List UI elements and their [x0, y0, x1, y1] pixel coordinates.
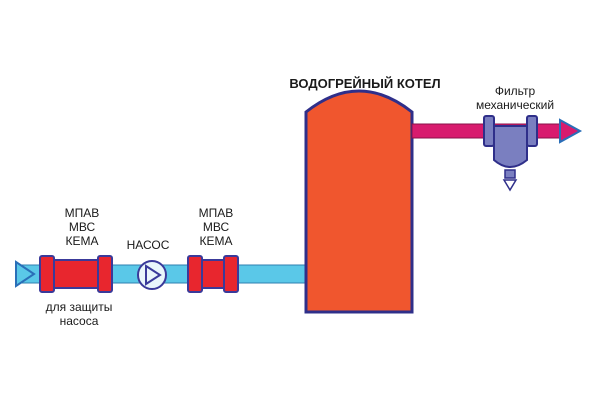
left-device-line1: МПАВ: [64, 206, 100, 220]
right-device-line2: МВС: [202, 220, 230, 234]
outlet-arrow-icon: [559, 118, 583, 144]
filter-label-line1: Фильтр: [494, 84, 536, 98]
right-treatment-device: [187, 255, 239, 293]
inlet-arrow-icon: [15, 260, 36, 288]
right-device-line1: МПАВ: [198, 206, 234, 220]
left-treatment-device: [39, 255, 113, 293]
filter-label: Фильтр механический: [470, 84, 560, 112]
pump-label: НАСОС: [126, 238, 170, 252]
filter-label-line2: механический: [475, 98, 555, 112]
boiler-title: ВОДОГРЕЙНЫЙ КОТЕЛ: [289, 76, 441, 91]
left-device-line2: МВС: [68, 220, 96, 234]
protection-note-line2: насоса: [59, 314, 99, 328]
boiler-body: [304, 89, 414, 314]
pump-icon: [137, 260, 167, 290]
mechanical-filter-icon: [483, 115, 538, 192]
left-device-line3: КЕМА: [65, 234, 99, 248]
right-device-label: МПАВ МВС КЕМА: [186, 206, 246, 248]
protection-note: для защиты насоса: [36, 300, 122, 328]
protection-note-line1: для защиты: [45, 300, 113, 314]
left-device-label: МПАВ МВС КЕМА: [52, 206, 112, 248]
right-device-line3: КЕМА: [199, 234, 233, 248]
